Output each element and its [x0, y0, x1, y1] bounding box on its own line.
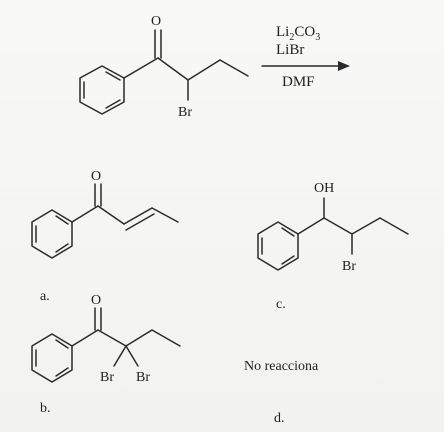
- solvent-label: DMF: [282, 74, 315, 90]
- option-a-oxygen: O: [91, 169, 101, 184]
- bromine-label: Br: [178, 105, 192, 120]
- option-c-letter: c.: [276, 297, 286, 312]
- benzene-ring: [79, 65, 125, 115]
- option-c-structure[interactable]: OH Br: [257, 181, 409, 274]
- option-a-structure[interactable]: O: [31, 169, 179, 259]
- starting-material: O Br: [79, 14, 249, 120]
- option-b-bromine-1: Br: [100, 370, 114, 385]
- arrow-head-icon: [338, 61, 350, 71]
- option-c-hydroxyl: OH: [314, 181, 334, 196]
- option-b-letter: b.: [40, 401, 51, 416]
- reaction-conditions: Li2CO3 LiBr DMF: [261, 24, 350, 90]
- option-d-letter: d.: [274, 411, 285, 426]
- option-b-oxygen: O: [91, 293, 101, 308]
- reagent-lithium-bromide: LiBr: [276, 42, 304, 58]
- option-d-text[interactable]: No reacciona: [244, 359, 319, 374]
- option-b-bromine-2: Br: [136, 370, 150, 385]
- oxygen-label: O: [151, 14, 161, 29]
- option-a-letter: a.: [40, 289, 50, 304]
- option-c-bromine: Br: [342, 259, 356, 274]
- reagent-lithium-carbonate: Li2CO3: [276, 24, 320, 43]
- option-b-structure[interactable]: O Br Br: [31, 293, 181, 385]
